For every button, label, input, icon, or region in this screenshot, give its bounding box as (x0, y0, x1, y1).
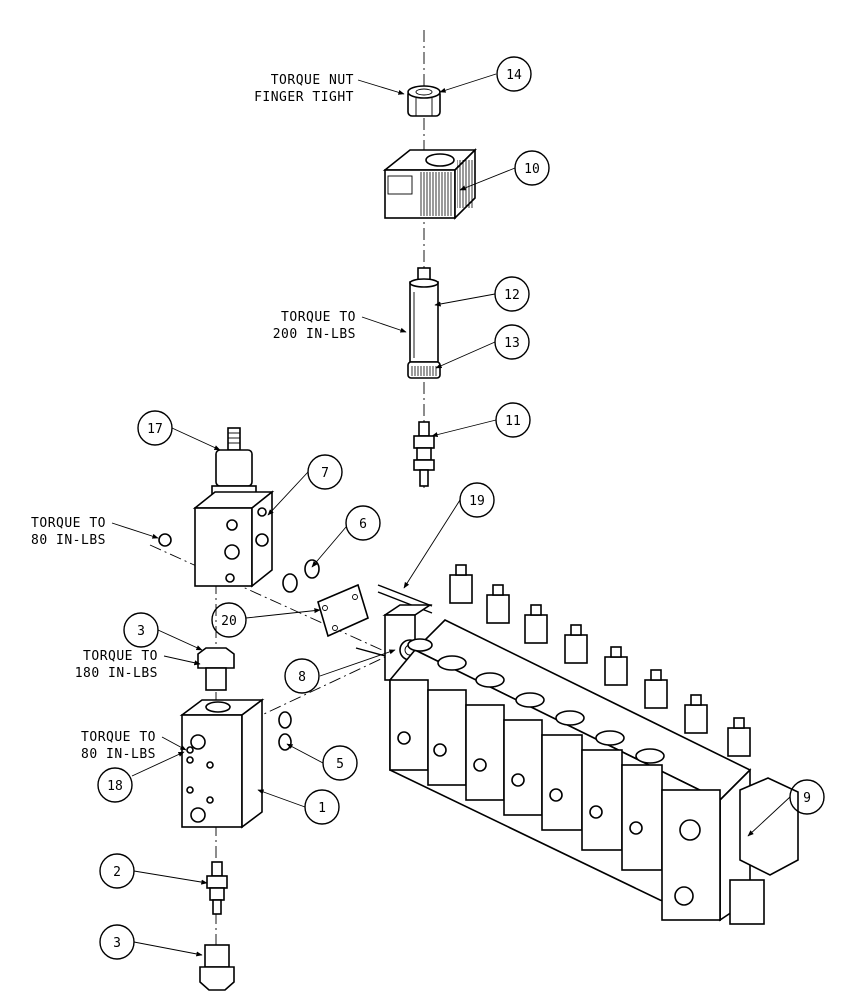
callout-11-label: 11 (505, 414, 521, 429)
note-80b-line1: TORQUE TO (81, 730, 156, 745)
part-3-plug-upper (197, 647, 235, 691)
callout-13 (494, 324, 530, 360)
callout-12 (494, 276, 530, 312)
callout-17 (137, 410, 173, 446)
callout-5 (322, 745, 358, 781)
note-finger-tight-line2: FINGER TIGHT (254, 90, 354, 105)
section-ports (397, 731, 701, 906)
torque-notes: TORQUE NUT FINGER TIGHT TORQUE TO 200 IN… (31, 73, 356, 762)
callout-20-label: 20 (221, 614, 237, 629)
callout-14-label: 14 (506, 68, 522, 83)
part-5-orings (278, 711, 292, 751)
callout-18-label: 18 (107, 779, 123, 794)
callout-12-label: 12 (504, 288, 520, 303)
stacked-valve-body (382, 564, 799, 925)
callout-1-label: 1 (318, 801, 326, 816)
callout-leaders (111, 73, 791, 957)
callout-2-label: 2 (113, 865, 121, 880)
note-200-line2: 200 IN-LBS (273, 327, 356, 342)
callout-8 (284, 658, 320, 694)
callout-20 (211, 602, 247, 638)
solenoid-tops (449, 564, 751, 757)
callout-3-lower (99, 924, 135, 960)
callout-6-label: 6 (359, 517, 367, 532)
callout-7 (307, 454, 343, 490)
callout-18 (97, 767, 133, 803)
note-200-line1: TORQUE TO (281, 310, 356, 325)
callout-3-upper-label: 3 (137, 624, 145, 639)
section-caps (407, 638, 665, 764)
callout-14 (496, 56, 532, 92)
part-2-cartridge (206, 861, 228, 915)
part-14-nut (407, 85, 441, 117)
callout-3-upper (123, 612, 159, 648)
callout-19 (459, 482, 495, 518)
center-axes (149, 30, 425, 990)
note-180-line1: TORQUE TO (83, 649, 158, 664)
callout-10 (514, 150, 550, 186)
note-180-line2: 180 IN-LBS (75, 666, 158, 681)
callout-11 (495, 402, 531, 438)
callout-numbers: 14 10 12 13 11 17 7 19 6 20 3 8 18 5 1 9… (107, 68, 811, 951)
part-3-plug-lower (199, 944, 235, 991)
callout-2 (99, 853, 135, 889)
part-12-cartridge-tube (409, 267, 439, 363)
callout-5-label: 5 (336, 757, 344, 772)
part-1-valve-block (179, 698, 265, 829)
note-80a-line1: TORQUE TO (31, 516, 106, 531)
part-13-ring (407, 361, 441, 379)
callout-1 (304, 789, 340, 825)
callout-9-label: 9 (803, 791, 811, 806)
part-9-end-bracket (739, 777, 799, 876)
callout-10-label: 10 (524, 162, 540, 177)
plug-small-left (158, 533, 172, 547)
callout-19-label: 19 (469, 494, 485, 509)
note-finger-tight-line1: TORQUE NUT (271, 73, 354, 88)
part-20-plate (317, 583, 369, 638)
callout-13-label: 13 (504, 336, 520, 351)
note-80b-line2: 80 IN-LBS (81, 747, 156, 762)
callout-6 (345, 505, 381, 541)
part-10-coil (382, 148, 477, 220)
callout-8-label: 8 (298, 670, 306, 685)
callout-circles (97, 56, 825, 960)
note-80a-line2: 80 IN-LBS (31, 533, 106, 548)
callout-17-label: 17 (147, 422, 163, 437)
callout-7-label: 7 (321, 466, 329, 481)
callout-3-lower-label: 3 (113, 936, 121, 951)
callout-9 (789, 779, 825, 815)
part-7-valve-block (192, 490, 275, 588)
part-11-cartridge (413, 421, 435, 487)
